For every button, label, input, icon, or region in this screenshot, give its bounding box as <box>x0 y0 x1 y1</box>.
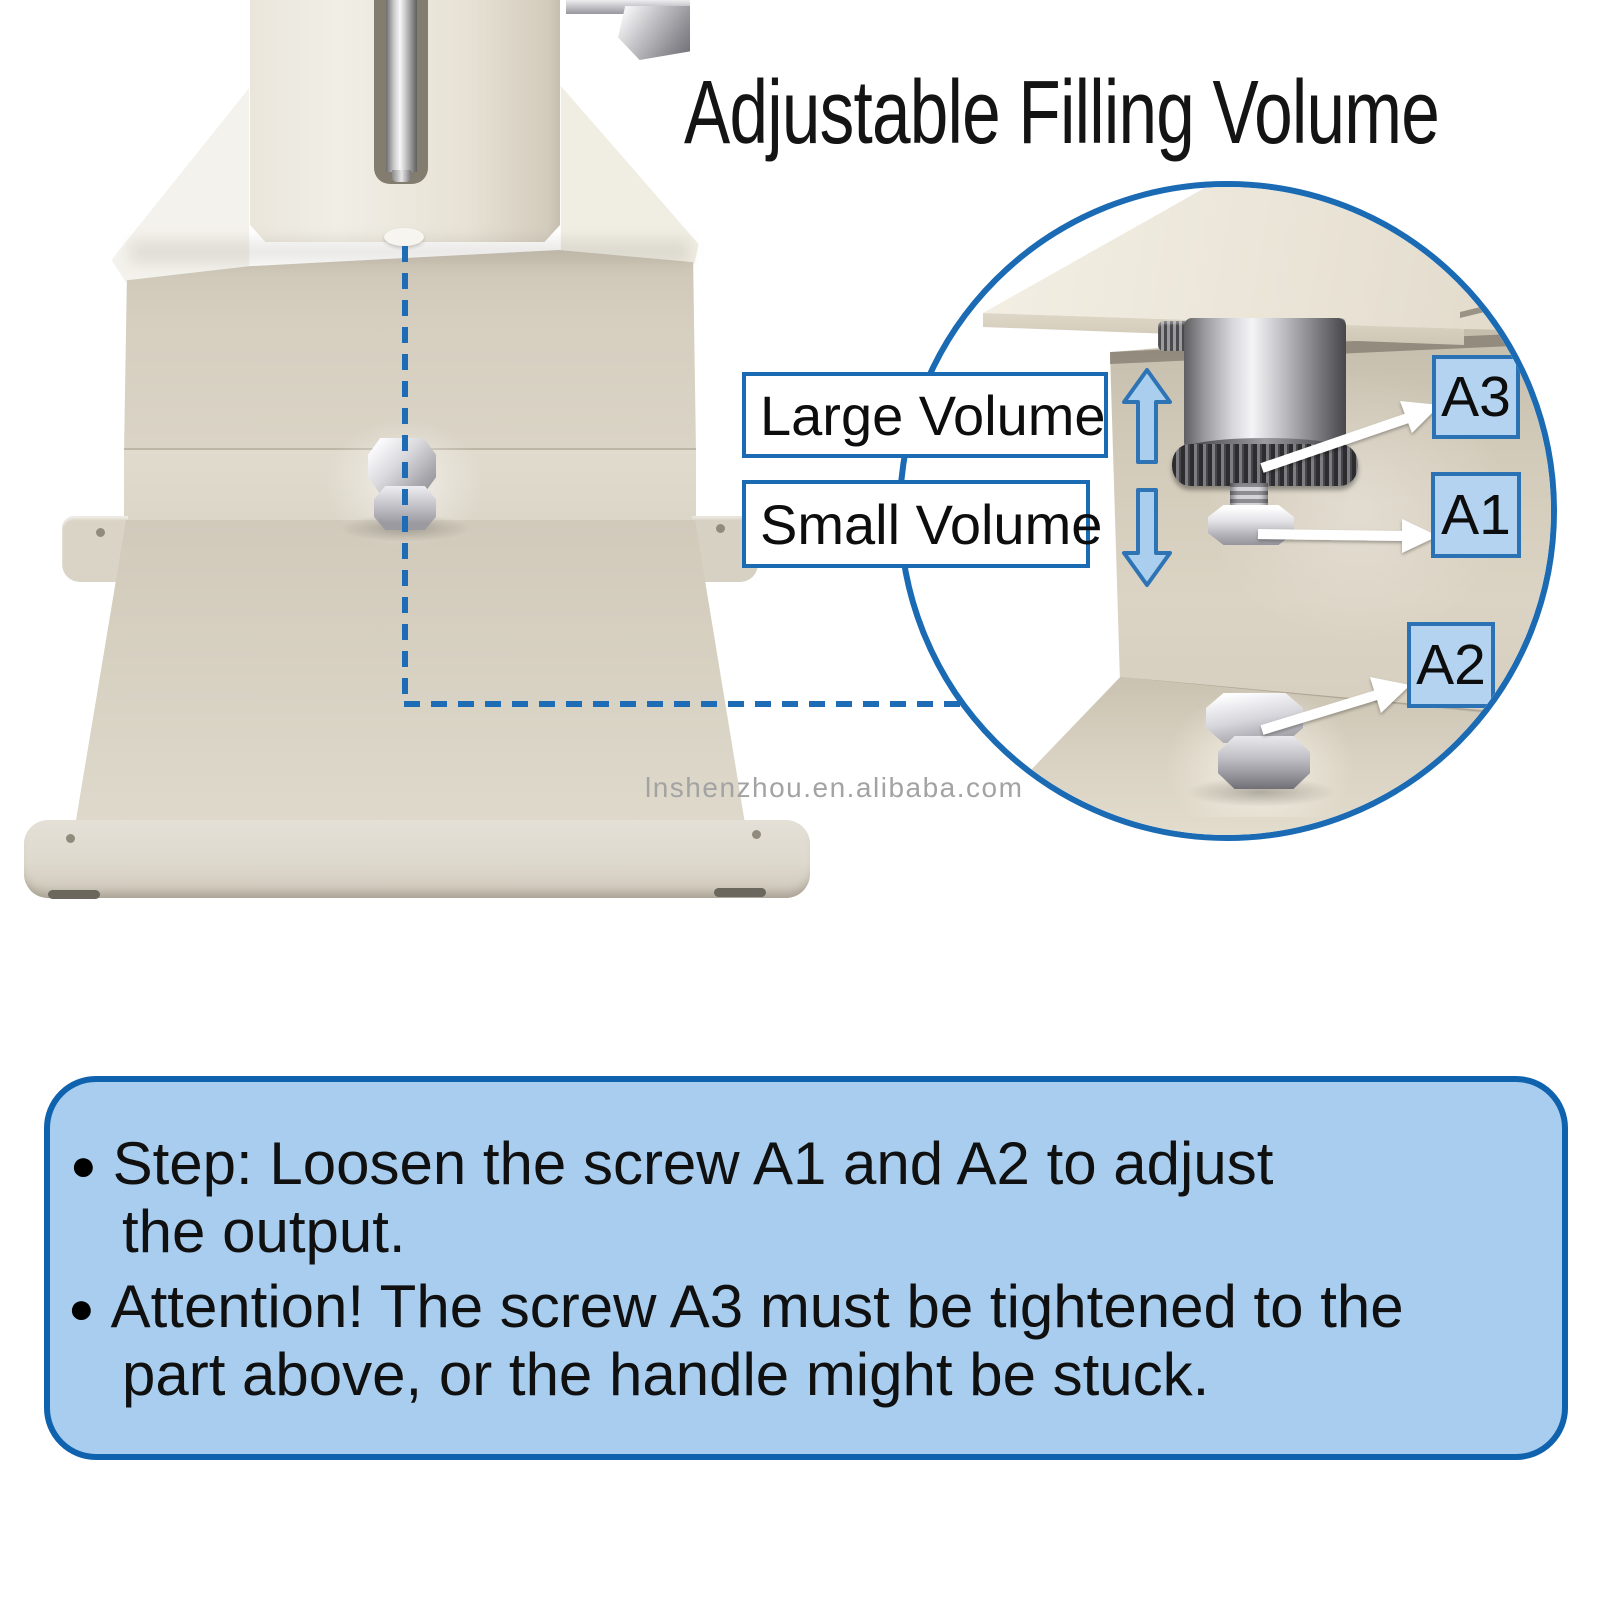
threaded-rod <box>1230 483 1268 509</box>
note-line-attention-cont: part above, or the handle might be stuck… <box>122 1345 1209 1405</box>
dashed-callout-line-horizontal <box>404 701 960 707</box>
base-screw-dot <box>96 528 105 537</box>
label-a1-text: A1 <box>1441 482 1511 547</box>
hex-bolt-a2-nut <box>1218 736 1310 789</box>
a2-pointer-arrow <box>1260 689 1382 735</box>
bullet-icon: ● <box>70 1141 97 1190</box>
a3-pointer-arrowhead <box>1400 401 1440 433</box>
watermark-text: lnshenzhou.en.alibaba.com <box>645 772 1024 803</box>
a1-pointer-arrow <box>1257 529 1404 541</box>
detail-magnifier-circle: A3 A1 A2 <box>897 181 1557 841</box>
plunger-rod <box>386 0 417 172</box>
dashed-callout-line-vertical <box>402 246 408 704</box>
volume-cylinder <box>1184 318 1346 456</box>
note-text: Attention! The screw A3 must be tightene… <box>110 1273 1404 1340</box>
instruction-note-box <box>44 1076 1568 1460</box>
note-text: part above, or the handle might be stuck… <box>122 1341 1210 1408</box>
label-a3-text: A3 <box>1441 364 1511 429</box>
base-screw-dot <box>66 834 75 843</box>
note-text: the output. <box>122 1198 406 1265</box>
up-arrow-icon <box>1122 368 1172 464</box>
handle-bracket-block <box>618 6 690 60</box>
note-line-step-cont: the output. <box>122 1202 406 1262</box>
note-line-attention: ● Attention! The screw A3 must be tighte… <box>68 1277 1404 1337</box>
base-foot-right <box>714 888 766 897</box>
down-arrow-icon <box>1122 488 1172 587</box>
label-a3: A3 <box>1432 355 1520 439</box>
note-line-step: ● Step: Loosen the screw A1 and A2 to ad… <box>70 1134 1273 1194</box>
detail-annotation-arrows <box>1122 368 1440 735</box>
label-a2-text: A2 <box>1416 632 1486 697</box>
label-a2: A2 <box>1407 622 1495 708</box>
base-tab-left <box>62 516 128 582</box>
nozzle-tip <box>384 228 424 246</box>
large-volume-label: Large Volume <box>760 383 1106 447</box>
machine-base-skirt <box>75 520 746 824</box>
plunger-rod-tip <box>392 170 411 182</box>
a1-pointer-arrowhead <box>1402 519 1438 553</box>
small-volume-box: Small Volume <box>742 480 1102 568</box>
base-foot-left <box>48 890 100 899</box>
machine-base-plate <box>24 820 810 898</box>
large-volume-box: Large Volume <box>742 372 1108 458</box>
page-title: Adjustable Filling Volume <box>684 63 1440 163</box>
a3-pointer-arrow <box>1260 413 1410 473</box>
base-screw-dot <box>716 524 725 533</box>
small-volume-label: Small Volume <box>760 492 1103 556</box>
label-a1: A1 <box>1431 472 1521 558</box>
base-screw-dot <box>752 830 761 839</box>
note-text: Step: Loosen the screw A1 and A2 to adju… <box>112 1130 1274 1197</box>
bullet-icon: ● <box>68 1284 95 1333</box>
a2-pointer-arrowhead <box>1370 677 1410 713</box>
